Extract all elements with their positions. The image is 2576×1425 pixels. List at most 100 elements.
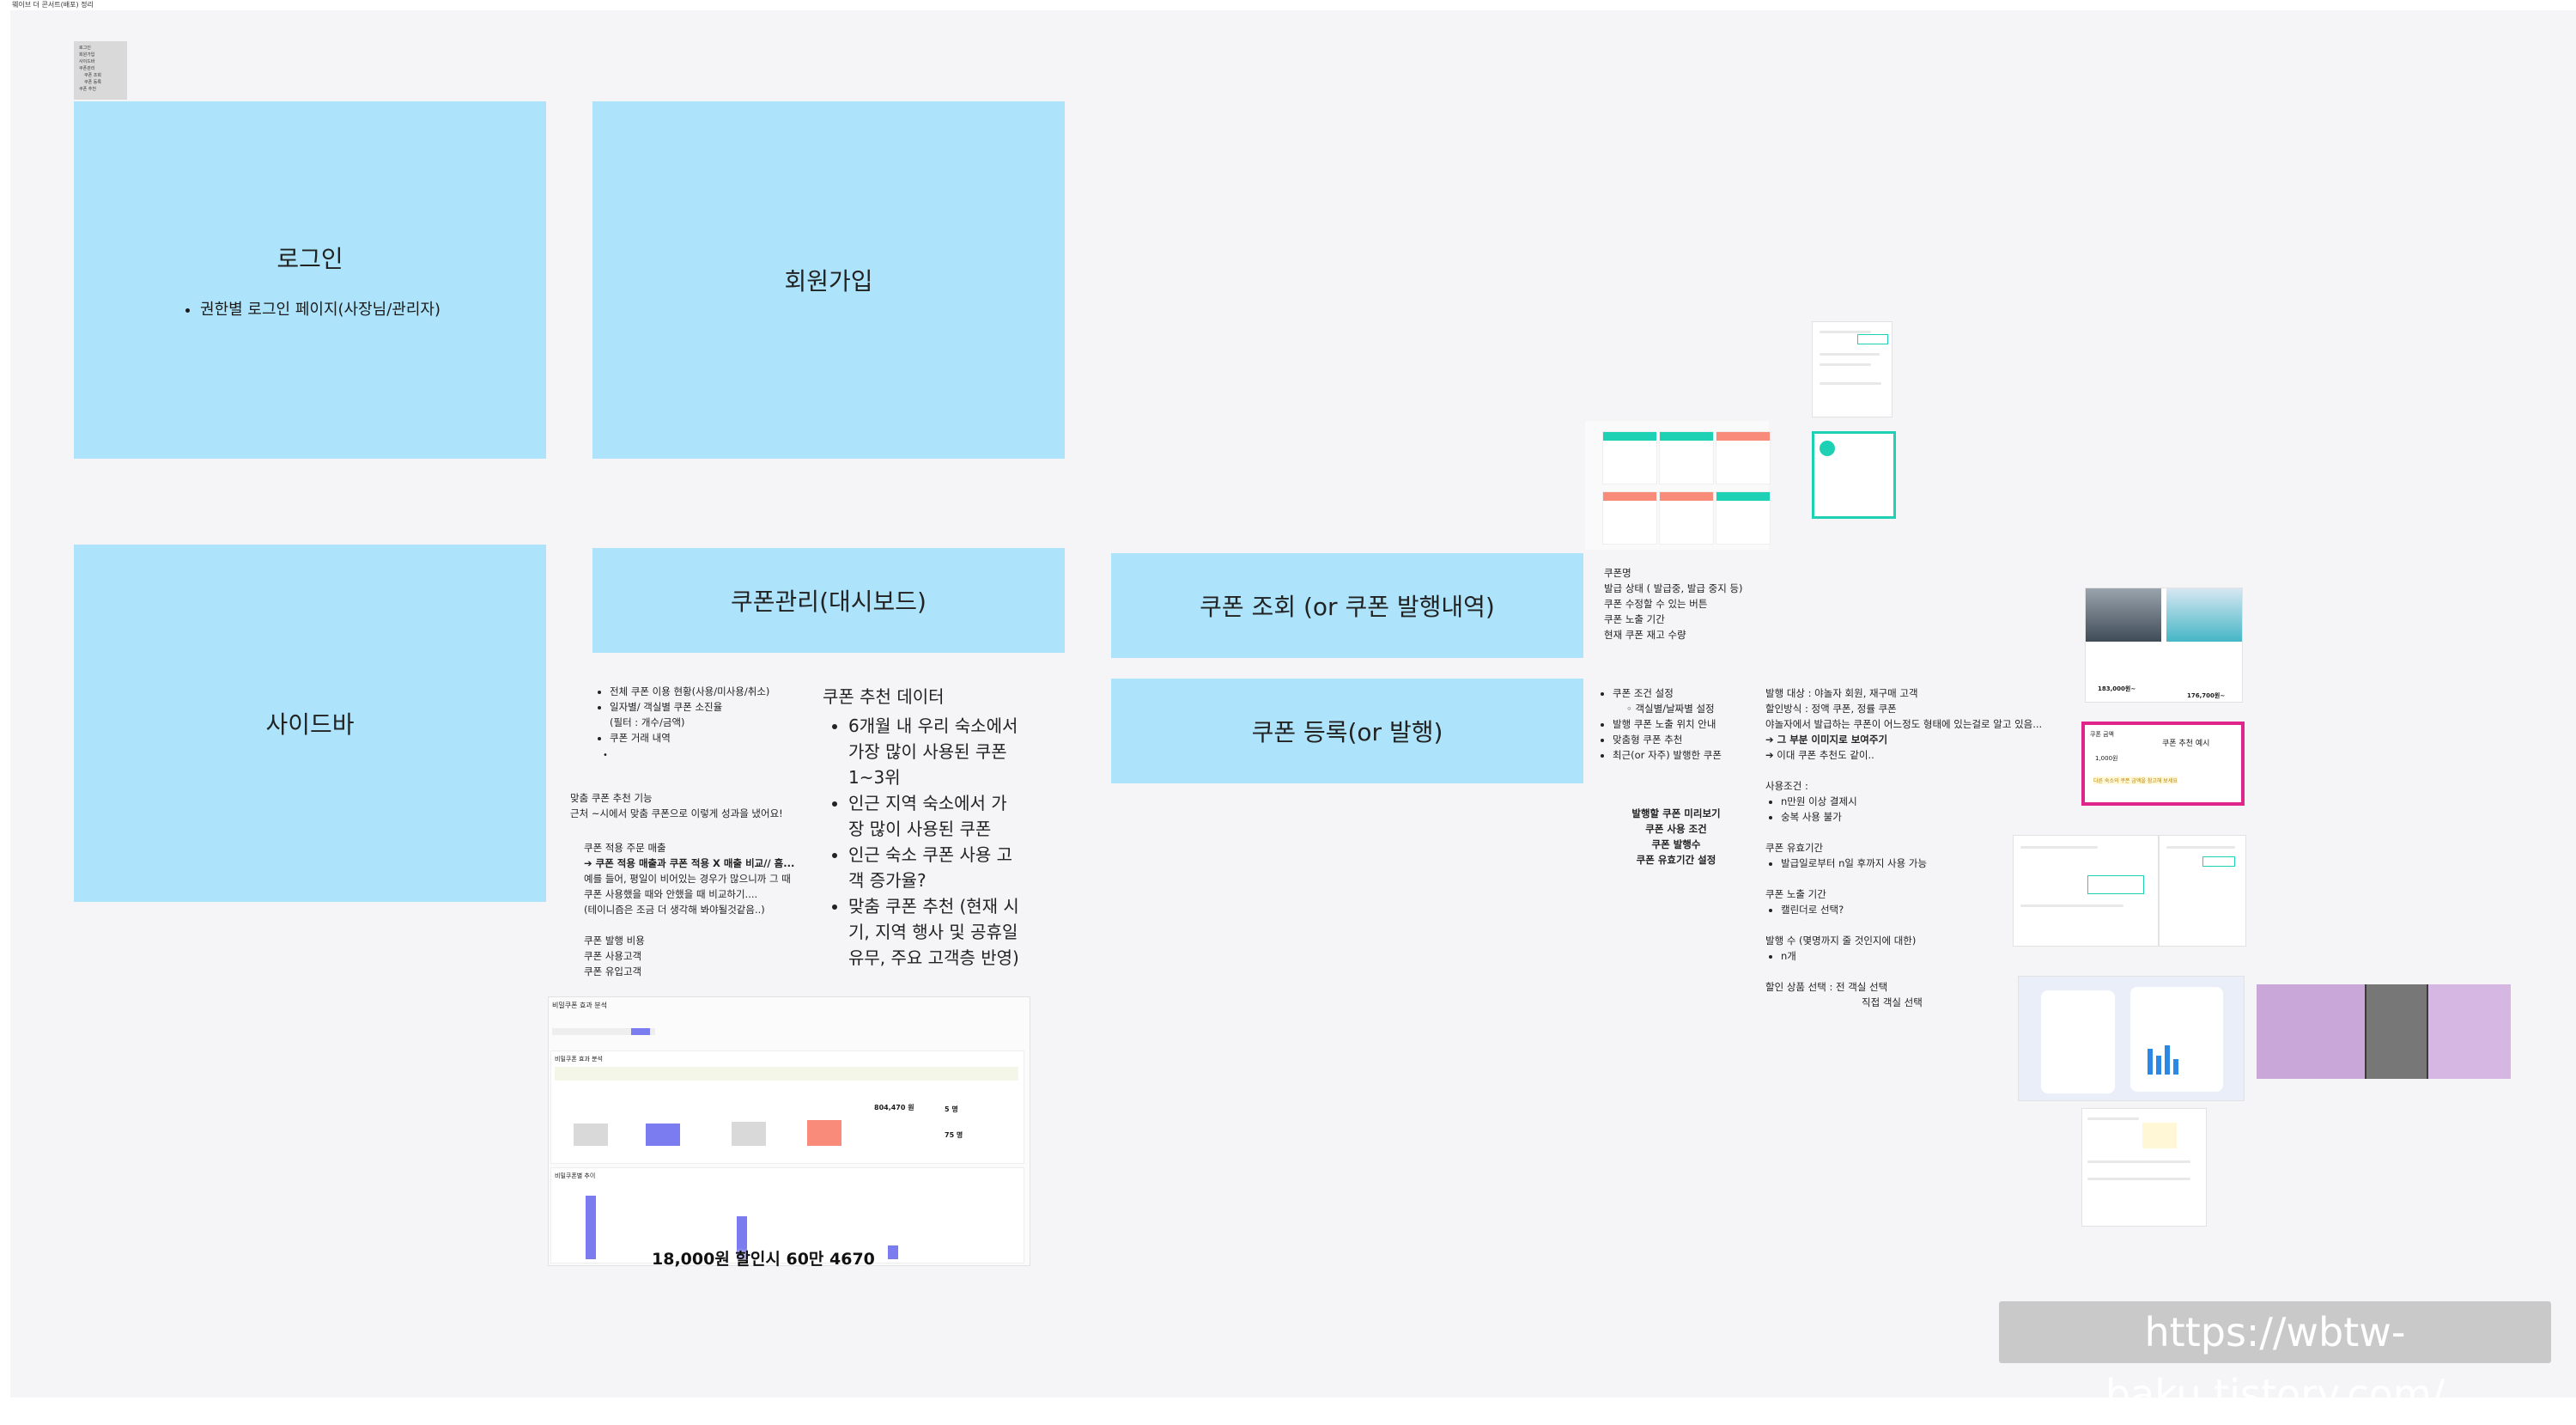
register-detail-notes[interactable]: 발행 대상 : 야놀자 회원, 재구매 고객 할인방식 : 정액 쿠폰, 정률 … <box>1765 685 2057 1010</box>
report-screenshot[interactable] <box>2018 976 2245 1101</box>
note-line: 쿠폰 사용했을 때와 안했을 때 비교하기.... <box>584 888 758 900</box>
hotel-photo <box>2086 588 2161 642</box>
validity-screenshot-2[interactable] <box>2159 835 2246 947</box>
mock-section-title: 비밀쿠폰별 추이 <box>555 1172 596 1179</box>
toc-item[interactable]: 쿠폰관리 <box>79 66 95 71</box>
note-line: 쿠폰 수정할 수 있는 버튼 <box>1604 598 1708 610</box>
login-card[interactable]: 로그인 권한별 로그인 페이지(사장님/관리자) <box>74 101 546 459</box>
window-title: 웨이브 더 콘서트(배포) 정리 <box>12 1 94 9</box>
mock-section-title: 비밀쿠폰 효과 분석 <box>555 1056 603 1063</box>
note-bullet: 최근(or 자주) 발행한 쿠폰 <box>1613 747 1786 763</box>
mock-big-value: 804,470 원 <box>874 1104 914 1111</box>
coupon-amount-example[interactable]: 쿠폰 금액 쿠폰 추천 예시 1,000원 다른 숙소의 쿠폰 금액을 참고해 … <box>2081 722 2245 806</box>
note-sub-text: 객실별/날짜별 설정 <box>1635 703 1715 715</box>
dashboard-screenshot[interactable]: 비밀쿠폰 효과 분석 비밀쿠폰 효과 분석 804,470 원 5 명 75 명… <box>548 996 1030 1269</box>
note-bullet: 발급일로부터 n일 후까지 사용 가능 <box>1781 856 2057 871</box>
toc-item[interactable]: 로그인 <box>79 46 91 51</box>
coupon-register-bold-notes[interactable]: 발행할 쿠폰 미리보기 쿠폰 사용 조건 쿠폰 발행수 쿠폰 유효기간 설정 <box>1599 806 1753 868</box>
coupon-card <box>1602 431 1657 484</box>
dashboard-notes-2[interactable]: 맞춤 쿠폰 추천 기능 근처 ~시에서 맞춤 쿠폰으로 이렇게 성과을 냈어요! <box>570 790 811 821</box>
note-bullet: 쿠폰 조건 설정 <box>1613 685 1786 701</box>
coupon-highlight-card[interactable] <box>1812 431 1896 519</box>
toc-item[interactable]: 쿠폰 추천 <box>79 87 96 92</box>
toc-item[interactable]: 쿠폰 조회 <box>84 73 101 78</box>
recommend-title: 쿠폰 추천 데이터 <box>823 686 945 707</box>
example-label: 쿠폰 추천 예시 <box>2162 740 2210 748</box>
hotel-listing-screenshot[interactable]: 183,000원~ 176,700원~ <box>2085 588 2243 703</box>
note-line: 쿠폰명 <box>1604 567 1631 579</box>
note-line: (필터 : 개수/금액) <box>610 716 685 728</box>
mock-filter-button[interactable] <box>631 1028 650 1035</box>
dashboard-card[interactable]: 쿠폰관리(대시보드) <box>592 548 1065 653</box>
note-line: 쿠폰 노출 기간 <box>1604 613 1665 625</box>
mock-bar <box>807 1120 841 1146</box>
video-caption: 18,000원 할인시 60만 4670 <box>652 1250 875 1269</box>
coupon-list-card[interactable]: 쿠폰 조회 (or 쿠폰 발행내역) <box>1111 553 1583 658</box>
note-line: 직접 객실 선택 <box>1862 996 1923 1008</box>
coupon-card <box>1716 431 1771 484</box>
table-of-contents[interactable]: 로그인 회원가입 사이드바 쿠폰관리 쿠폰 조회 쿠폰 등록 쿠폰 추천 <box>74 41 127 100</box>
note-line: ➔ 그 부분 이미지로 보여주기 <box>1765 734 1888 746</box>
note-bullet: 쿠폰 거래 내역 <box>610 730 809 746</box>
note-line: 쿠폰 적용 주문 매출 <box>584 842 666 854</box>
price-label: 183,000원~ <box>2098 685 2136 692</box>
validity-screenshot[interactable] <box>2013 835 2159 947</box>
photo-strip[interactable] <box>2257 984 2511 1079</box>
note-line: 사용조건 : <box>1765 780 1808 792</box>
note-line: 예를 들어, 평일이 비어있는 경우가 많으니까 그 때 <box>584 873 791 885</box>
sidebar-card[interactable]: 사이드바 <box>74 545 546 902</box>
photo <box>2257 984 2365 1079</box>
login-title: 로그인 <box>276 245 343 273</box>
note-line: 맞춤 쿠폰 추천 기능 <box>570 792 653 804</box>
mock-bar <box>646 1124 680 1146</box>
note-line: ➔ 이대 쿠폰 추천도 같이.. <box>1765 749 1874 761</box>
coupon-card <box>1716 491 1771 545</box>
note-line: 현재 쿠폰 재고 수량 <box>1604 629 1686 641</box>
note-line: 쿠폰 사용 조건 <box>1645 823 1707 835</box>
hotel-photo <box>2166 588 2242 642</box>
photo <box>2366 984 2427 1079</box>
note-line: 쿠폰 발행 비용 <box>584 935 645 947</box>
note-line: 쿠폰 유효기간 설정 <box>1636 854 1716 866</box>
mock-big-value: 75 명 <box>945 1131 963 1139</box>
dashboard-notes-3[interactable]: 쿠폰 적용 주문 매출 ➔ 쿠폰 적용 매출과 쿠폰 적용 X 매출 비교// … <box>584 840 807 979</box>
note-bullet: 캘린더로 선택? <box>1781 902 2057 917</box>
coupon-list-notes[interactable]: 쿠폰명 발급 상태 ( 발급중, 발급 중지 등) 쿠폰 수정할 수 있는 버튼… <box>1604 565 1801 642</box>
note-line: 할인 상품 선택 : 전 객실 선택 <box>1765 981 1888 993</box>
example-header: 쿠폰 금액 <box>2090 731 2114 738</box>
mock-filter[interactable] <box>552 1028 655 1035</box>
note-line: 발급 상태 ( 발급중, 발급 중지 등) <box>1604 582 1743 594</box>
mock-panel-2: 비밀쿠폰별 추이 <box>550 1167 1024 1264</box>
coupon-register-notes[interactable]: 쿠폰 조건 설정 ◦ 객실별/날짜별 설정 발행 쿠폰 노출 위치 안내 맞춤형… <box>1597 685 1786 763</box>
coupon-register-card[interactable]: 쿠폰 등록(or 발행) <box>1111 679 1583 783</box>
mock-title: 비밀쿠폰 효과 분석 <box>552 1002 607 1009</box>
mock-bar <box>574 1124 608 1146</box>
toc-item[interactable]: 회원가입 <box>79 52 95 58</box>
signup-title: 회원가입 <box>784 267 873 295</box>
note-line: 할인방식 : 정액 쿠폰, 정률 쿠폰 <box>1765 703 1897 715</box>
note-line: 발행 대상 : 야놀자 회원, 재구매 고객 <box>1765 687 1918 699</box>
mock-big-value: 5 명 <box>945 1105 958 1113</box>
signup-card[interactable]: 회원가입 <box>592 101 1065 459</box>
note-line: 근처 ~시에서 맞춤 쿠폰으로 이렇게 성과을 냈어요! <box>570 807 783 819</box>
coupon-popup-screenshot[interactable] <box>1812 321 1893 417</box>
recommend-notes[interactable]: 쿠폰 추천 데이터 6개월 내 우리 숙소에서 가장 많이 사용된 쿠폰 1~3… <box>823 684 1020 971</box>
coupon-list-screenshot[interactable] <box>1585 421 1771 550</box>
mobile-screenshot[interactable] <box>2081 1108 2207 1227</box>
coupon-card <box>1659 491 1714 545</box>
recommend-bullet: 인근 지역 숙소에서 가장 많이 사용된 쿠폰 <box>848 790 1020 842</box>
note-bullet: n만원 이상 결제시 <box>1781 794 2057 809</box>
mock-trend-bar <box>737 1216 747 1259</box>
mock-bar <box>732 1122 766 1146</box>
toc-item[interactable]: 사이드바 <box>79 59 95 64</box>
dashboard-notes[interactable]: 전체 쿠폰 이용 현황(사용/미사용/취소) 일자별/ 객실별 쿠폰 소진율 (… <box>594 684 809 746</box>
toc-item[interactable]: 쿠폰 등록 <box>84 80 101 85</box>
note-line: 쿠폰 노출 기간 <box>1765 888 1826 900</box>
coupon-card <box>1659 431 1714 484</box>
mock-hint-bar <box>555 1067 1018 1081</box>
note-bullet: 숭복 사용 불가 <box>1781 809 2057 825</box>
dashboard-title: 쿠폰관리(대시보드) <box>731 588 927 616</box>
note-line: 야놀자에서 발급하는 쿠폰이 어느정도 형태에 있는걸로 알고 있음... <box>1765 718 2043 730</box>
coupon-register-title: 쿠폰 등록(or 발행) <box>1251 718 1443 746</box>
note-bullet: n개 <box>1781 948 2057 964</box>
